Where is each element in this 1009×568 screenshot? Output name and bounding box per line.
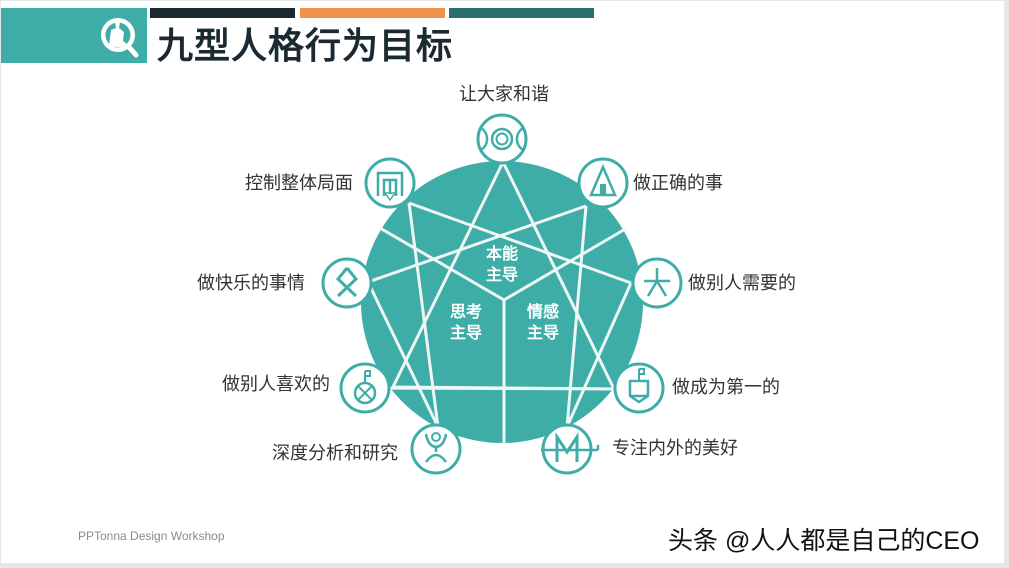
node-label-lower-right: 做成为第一的 (672, 377, 780, 398)
gate-arrow-icon (364, 157, 416, 209)
watermark: 头条 @人人都是自己的CEO (668, 527, 980, 555)
header-bar-orange (300, 8, 445, 18)
feeling-group-label: 情感 主导 (526, 302, 559, 342)
diamond-x-icon (321, 257, 373, 309)
instinct-group-label: 本能 主导 (485, 244, 518, 284)
header-bar-teal (449, 8, 594, 18)
thinker-person-icon (410, 423, 462, 475)
node-label-lower-left: 做别人喜欢的 (222, 374, 330, 395)
header-bar-dark (150, 8, 295, 18)
node-label-left: 做快乐的事情 (197, 273, 305, 294)
page-title: 九型人格行为目标 (157, 26, 454, 67)
magnifier-logo-icon (101, 18, 139, 58)
thinking-group-label: 思考 主导 (449, 302, 482, 342)
da-person-icon (631, 257, 683, 309)
harmony-circles-icon (476, 113, 528, 165)
node-label-top: 让大家和谐 (459, 84, 549, 105)
header-accent-block (1, 8, 147, 63)
trophy-flag-icon (613, 362, 665, 414)
node-label-bottom-right: 专注内外的美好 (612, 438, 738, 459)
node-label-upper-left: 控制整体局面 (245, 173, 353, 194)
m-letter-icon (541, 423, 600, 475)
footer-credit: PPTonna Design Workshop (78, 529, 225, 543)
enneagram-lines (361, 160, 643, 443)
tent-triangle-icon (577, 157, 629, 209)
node-label-right: 做别人需要的 (688, 273, 796, 294)
node-label-upper-right: 做正确的事 (633, 173, 723, 194)
node-label-bottom-left: 深度分析和研究 (272, 443, 398, 464)
cross-circle-flag-icon (339, 362, 391, 414)
